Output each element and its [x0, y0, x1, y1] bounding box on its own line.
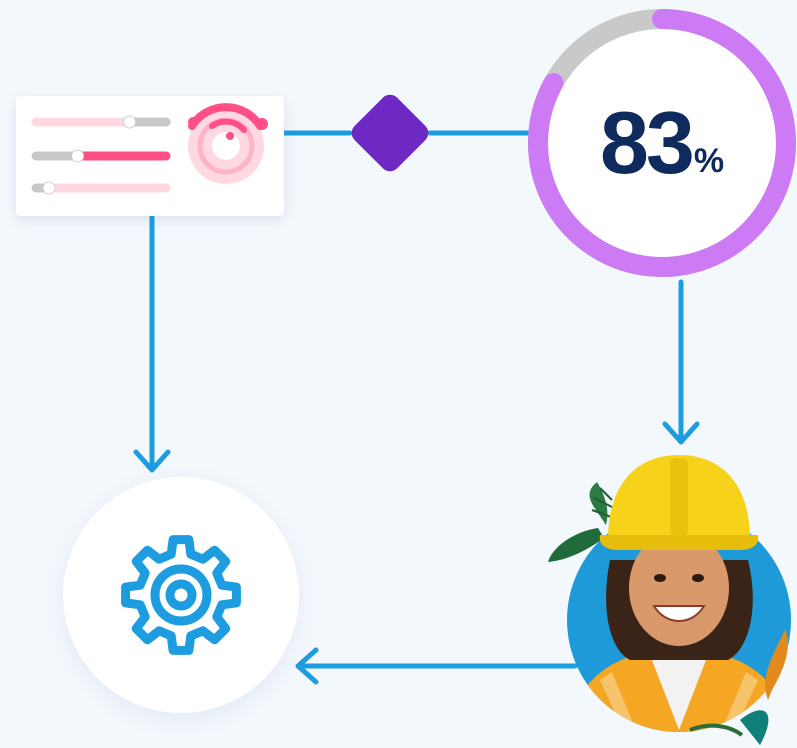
progress-label: 83 % — [527, 8, 797, 278]
progress-unit: % — [693, 141, 725, 180]
settings-card — [16, 96, 284, 216]
worker-avatar — [548, 455, 791, 745]
arrowhead-down-right — [662, 421, 700, 445]
progress-indicator: 83 % — [527, 8, 797, 278]
slider-handle — [42, 181, 56, 195]
slider-handle — [71, 149, 85, 163]
progress-arc — [528, 9, 796, 277]
arrowhead-down-left — [133, 449, 171, 473]
connectors — [133, 130, 700, 685]
arrowhead-left — [295, 647, 319, 685]
progress-disc — [538, 19, 786, 267]
progress-value: 83 — [599, 93, 695, 192]
slider-handle — [123, 115, 137, 129]
sliders-icon — [31, 115, 171, 195]
gear-node — [63, 477, 299, 713]
target-icon — [188, 103, 268, 184]
gear-icon — [121, 535, 241, 655]
decision-diamond — [351, 94, 429, 172]
